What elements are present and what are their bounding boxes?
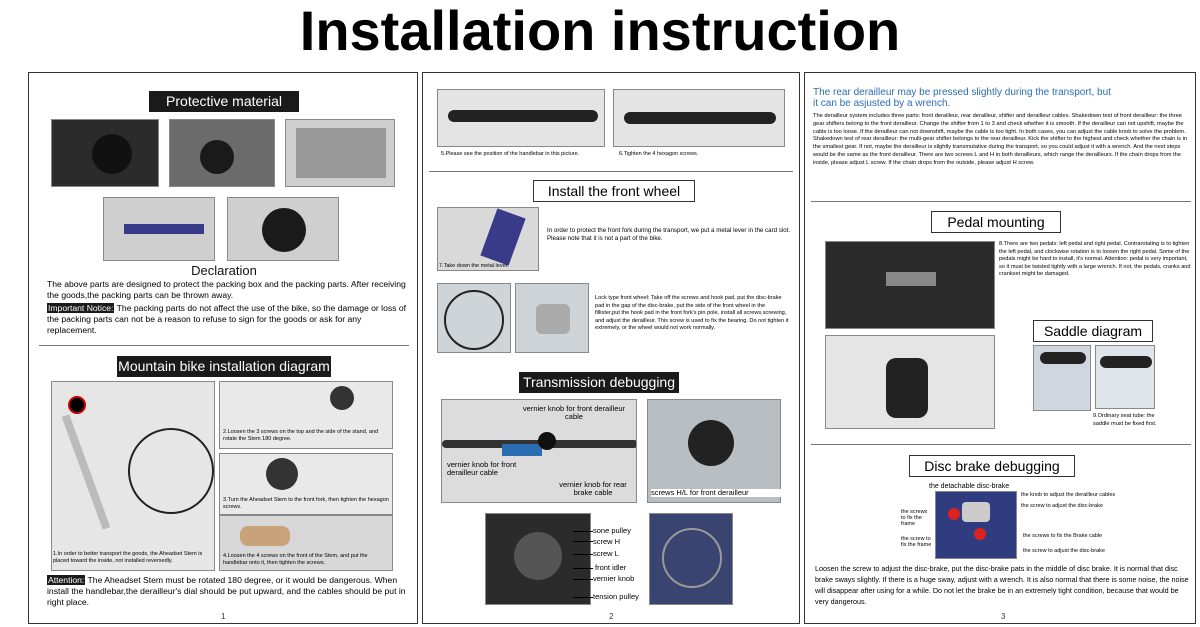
- label-vernier-front-bottom: vernier knob for front derailleur cable: [447, 460, 517, 477]
- attention-note: Attention: The Aheadset Stem must be rot…: [47, 575, 409, 608]
- section-divider: [429, 171, 793, 172]
- photo-metal-lever: [437, 207, 539, 271]
- photo-pedal-closeup: [825, 335, 995, 429]
- photo-bike-overview: [51, 381, 215, 571]
- pointer-line: [573, 531, 593, 532]
- photo-stem-step-3: [219, 453, 393, 515]
- photo-wheel-hub: [51, 119, 159, 187]
- transmission-debugging-header: Transmission debugging: [519, 372, 679, 393]
- photo-disc-brake: [935, 491, 1017, 559]
- photo-seat-tube: [1033, 345, 1091, 411]
- photo-axle-protector: [103, 197, 215, 261]
- section-divider: [811, 201, 1191, 202]
- photo-rear-stand: [285, 119, 395, 187]
- label-screw-disc-brake: the screw to adjust the disc-brake: [1021, 503, 1103, 509]
- attention-text: The Aheadset Stem must be rotated 180 de…: [47, 575, 406, 607]
- photo-lock-wheel-right: [515, 283, 589, 353]
- step-4-caption: 4.Loosen the 4 screws on the front of th…: [223, 553, 368, 566]
- saddle-diagram-header: Saddle diagram: [1033, 320, 1153, 342]
- photo-lock-wheel-left: [437, 283, 511, 353]
- step-3-caption: 3.Turn the Aheadset Stem to the front fo…: [223, 497, 389, 510]
- photo-hexagon-screws: [613, 89, 785, 147]
- page-number: 1: [221, 612, 226, 621]
- section-divider: [811, 444, 1191, 445]
- label-knob-derailleur: the knob to adjust the derailleur cables: [1021, 492, 1116, 498]
- photo-disc-protector: [227, 197, 339, 261]
- photo-rear-cassette: [649, 513, 733, 605]
- instruction-page-2: 5.Please see the position of the handleb…: [422, 72, 800, 624]
- label-detachable-disc-brake: the detachable disc-brake: [929, 483, 1010, 490]
- photo-handlebar-position: [437, 89, 605, 147]
- photo-front-derailleur: [647, 399, 781, 503]
- photo-rear-derailleur: [485, 513, 591, 605]
- important-notice-text: The packing parts do not affect the use …: [47, 303, 407, 335]
- pedal-instructions: 8.There are two pedals: left pedal and r…: [999, 241, 1191, 277]
- label-screw-h: screw H: [593, 537, 621, 546]
- label-vernier-rear: vernier knob for rear brake cable: [559, 480, 627, 497]
- label-screw-l: screw L: [593, 549, 619, 558]
- important-notice-label: Important Notice:: [47, 303, 115, 313]
- label-screws-hl: screws H/L for front derailleur: [651, 489, 781, 497]
- label-screws-brake-cable: the screws to fix the Brake cable: [1023, 533, 1103, 539]
- step-7-caption: 7.Take down the metal lever.: [439, 263, 509, 269]
- page-number: 3: [1001, 612, 1006, 621]
- photo-saddle-clamp: [1095, 345, 1155, 409]
- disc-brake-header: Disc brake debugging: [909, 455, 1075, 477]
- label-screw-frame-2: the screw to fix the frame: [901, 536, 932, 548]
- label-tension-pulley: tension pulley: [593, 592, 639, 601]
- step-6-caption: 6.Tighten the 4 hexagon screws.: [619, 151, 699, 157]
- instruction-page-3: The rear derailleur may be pressed sligh…: [804, 72, 1196, 624]
- rear-derailleur-note: The rear derailleur may be pressed sligh…: [813, 87, 1111, 109]
- photo-pedal-install: [825, 241, 995, 329]
- label-sone-pulley: sone pulley: [593, 526, 631, 535]
- label-vernier-front-top: vernier knob for front derailleur cable: [522, 404, 626, 421]
- install-front-wheel-header: Install the front wheel: [533, 180, 695, 202]
- declaration-text: The above parts are designed to protect …: [47, 279, 406, 300]
- label-front-idler: front idler: [595, 563, 627, 572]
- step-2-caption: 2.Loosen the 3 screws on the top and the…: [223, 429, 379, 442]
- pointer-line: [573, 579, 593, 580]
- label-screws-frame: the screws to fix the frame: [901, 509, 928, 527]
- pointer-line: [573, 568, 593, 569]
- label-screw-disc-brake-2: the screw to adjust the disc-brake: [1023, 548, 1105, 554]
- important-notice: Important Notice: The packing parts do n…: [47, 303, 409, 336]
- instruction-page-1: Protective material Declaration The abov…: [28, 72, 418, 624]
- page-number: 2: [609, 612, 614, 621]
- pointer-line: [573, 541, 593, 542]
- photo-front-shifter: [441, 399, 637, 503]
- disc-brake-instructions: Loosen the screw to adjust the disc-brak…: [815, 564, 1189, 606]
- mountain-bike-header: Mountain bike installation diagram: [117, 356, 331, 377]
- derailleur-system-text: The derailleur system includes three par…: [813, 113, 1187, 166]
- pointer-line: [573, 554, 593, 555]
- page-title: Installation instruction: [299, 0, 901, 62]
- pointer-line: [573, 597, 593, 598]
- section-divider: [39, 345, 409, 346]
- step-5-caption: 5.Please see the position of the handleb…: [441, 151, 580, 157]
- saddle-instructions: 9.Ordinary seat tube: the saddle must be…: [1093, 413, 1157, 427]
- pedal-mounting-header: Pedal mounting: [931, 211, 1061, 233]
- step-1-caption: 1.In order to better transport the goods…: [53, 551, 203, 564]
- declaration-title: Declaration: [191, 263, 257, 278]
- protective-material-header: Protective material: [149, 91, 299, 112]
- attention-label: Attention:: [47, 575, 86, 585]
- front-fork-note: In order to protect the front fork durin…: [547, 227, 791, 242]
- photo-derailleur-guard: [169, 119, 275, 187]
- label-vernier-knob: vernier knob: [593, 574, 635, 583]
- photo-stem-step-2: [219, 381, 393, 449]
- lock-type-note: Lock type front wheel: Take off the scre…: [595, 295, 789, 331]
- photo-stem-step-4: [219, 515, 393, 571]
